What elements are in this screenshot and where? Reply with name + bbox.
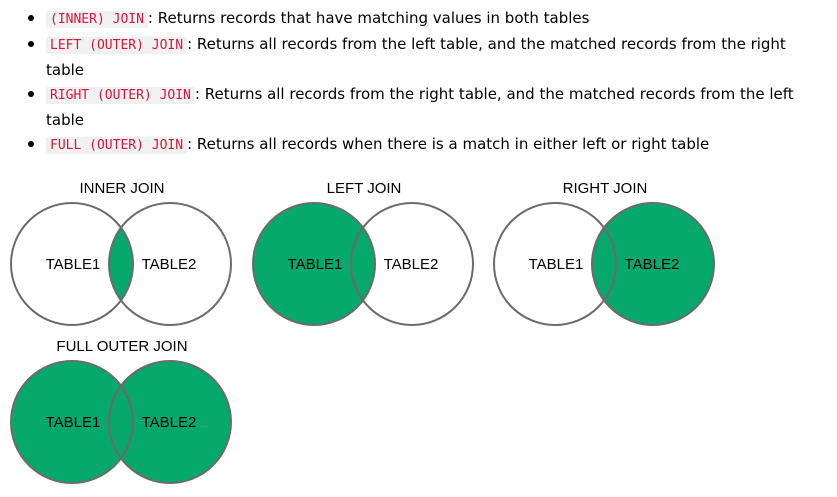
- left-table-label: TABLE1: [46, 256, 101, 273]
- intersection-fill: [109, 227, 133, 301]
- diagram-left-join: LEFT JOIN TABLE1 TABLE2: [252, 180, 476, 330]
- definition-inner-join: (INNER) JOIN: Returns records that have …: [28, 6, 824, 32]
- left-table-label: TABLE1: [529, 256, 584, 273]
- left-table-label: TABLE1: [288, 256, 343, 273]
- right-table-label: TABLE2: [625, 256, 680, 273]
- definition-right-join-text: : Returns all records from the right tab…: [46, 85, 794, 129]
- diagram-right-join: RIGHT JOIN TABLE1 TABLE2: [493, 180, 717, 330]
- right-table-circle: [591, 202, 715, 326]
- right-table-label: TABLE2: [384, 256, 439, 273]
- right-table-circle: [350, 202, 474, 326]
- right-table-label: TABLE2: [142, 414, 197, 431]
- diagram-title: FULL OUTER JOIN: [56, 338, 188, 355]
- left-table-circle: [10, 202, 134, 326]
- venn-left-join: TABLE1 TABLE2: [252, 202, 474, 326]
- join-definitions-list: (INNER) JOIN: Returns records that have …: [28, 6, 824, 158]
- right-table-circle: [108, 202, 232, 326]
- definition-inner-join-text: : Returns records that have matching val…: [147, 9, 590, 27]
- definition-left-join-text: : Returns all records from the left tabl…: [46, 35, 786, 79]
- definition-right-join: RIGHT (OUTER) JOIN: Returns all records …: [28, 82, 824, 132]
- right-table-circle: [108, 360, 232, 484]
- code-inner-join: (INNER) JOIN: [46, 11, 148, 28]
- left-table-fill: [11, 361, 133, 483]
- left-table-fill: [253, 203, 375, 325]
- right-table-fill: [592, 203, 714, 325]
- left-table-circle: [493, 202, 617, 326]
- right-table-label: TABLE2: [142, 256, 197, 273]
- definition-full-join: FULL (OUTER) JOIN: Returns all records w…: [28, 132, 824, 158]
- diagram-title: RIGHT JOIN: [562, 180, 648, 197]
- venn-full-join: TABLE1 TABLE2: [10, 360, 232, 484]
- left-table-label: TABLE1: [46, 414, 101, 431]
- definition-full-join-text: : Returns all records when there is a ma…: [187, 135, 710, 153]
- code-left-join: LEFT (OUTER) JOIN: [46, 37, 188, 54]
- right-table-fill: [109, 361, 231, 483]
- diagram-title: LEFT JOIN: [326, 180, 402, 197]
- definition-left-join: LEFT (OUTER) JOIN: Returns all records f…: [28, 32, 824, 82]
- code-right-join: RIGHT (OUTER) JOIN: [46, 87, 195, 104]
- venn-inner-join: TABLE1 TABLE2: [10, 202, 232, 326]
- venn-right-join: TABLE1 TABLE2: [493, 202, 715, 326]
- diagram-full-join: FULL OUTER JOIN TABLE1 TABLE2: [10, 338, 234, 488]
- left-table-circle: [252, 202, 376, 326]
- code-full-join: FULL (OUTER) JOIN: [46, 137, 188, 154]
- diagram-inner-join: INNER JOIN TABLE1 TABLE2: [10, 180, 234, 330]
- left-table-circle: [10, 360, 134, 484]
- diagram-title: INNER JOIN: [79, 180, 165, 197]
